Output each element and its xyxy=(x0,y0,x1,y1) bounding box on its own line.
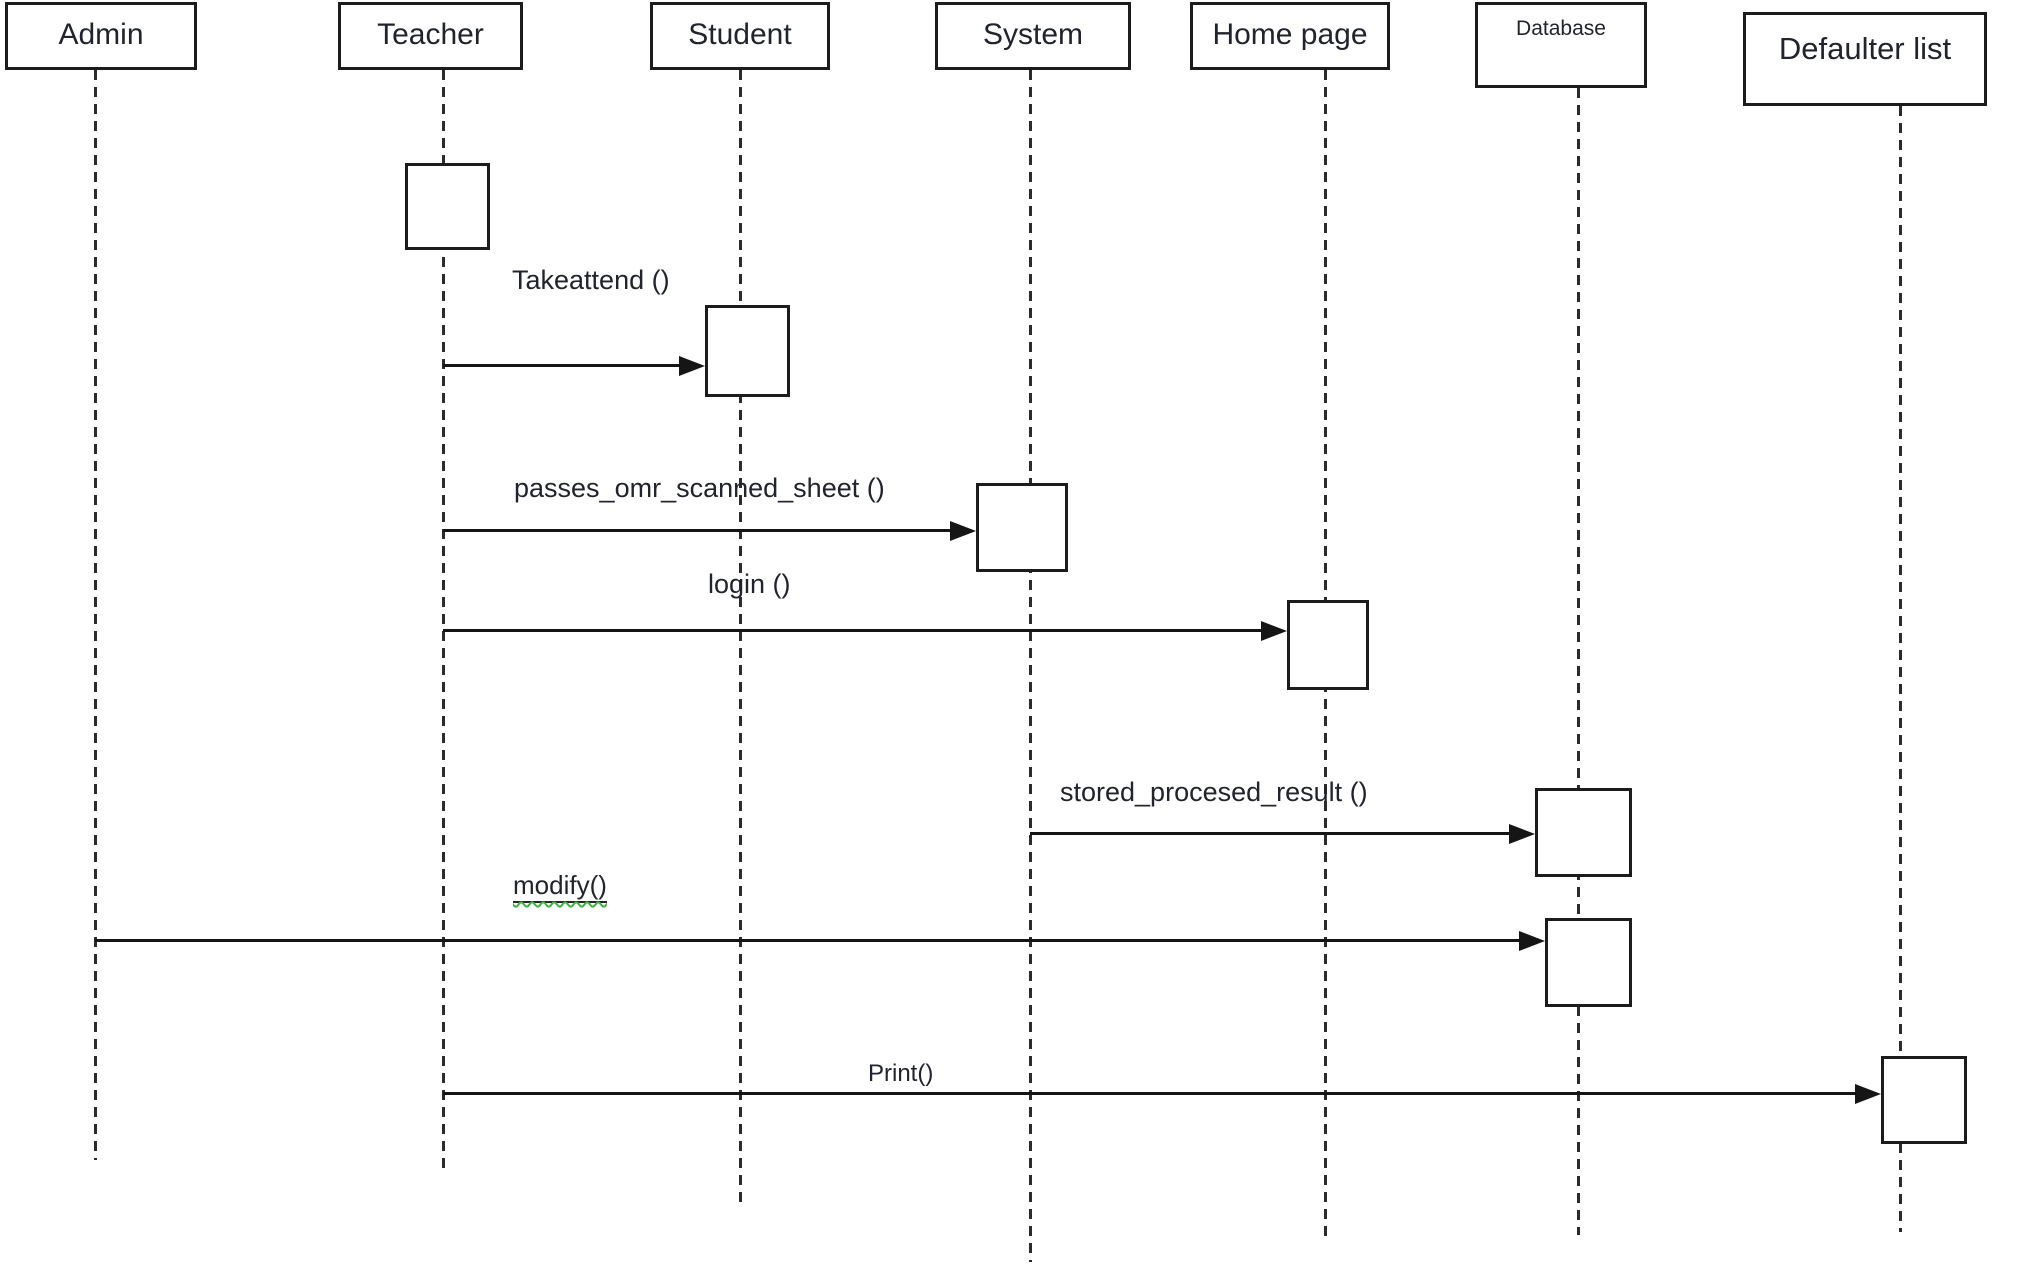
actor-box-admin: Admin xyxy=(5,2,197,70)
actor-label-database: Database xyxy=(1516,17,1606,40)
message-line-5 xyxy=(443,1092,1857,1095)
lifeline-database xyxy=(1577,88,1580,1235)
arrowhead-icon-5 xyxy=(1855,1084,1881,1104)
arrowhead-icon-0 xyxy=(679,356,705,376)
activation-box-defaulter-list xyxy=(1881,1056,1967,1144)
lifeline-system xyxy=(1029,70,1032,1262)
activation-box-database xyxy=(1545,918,1632,1007)
message-label-2: login () xyxy=(708,569,791,599)
lifeline-defaulter-list xyxy=(1899,106,1902,1232)
actor-box-teacher: Teacher xyxy=(338,2,523,70)
activation-box-system xyxy=(976,483,1068,572)
message-line-0 xyxy=(443,364,681,367)
arrowhead-icon-4 xyxy=(1519,931,1545,951)
lifeline-student xyxy=(739,70,742,1205)
actor-label-admin: Admin xyxy=(58,18,144,51)
actor-label-defaulter-list: Defaulter list xyxy=(1778,31,1952,66)
activation-box-database xyxy=(1535,788,1632,877)
activation-box-teacher xyxy=(405,163,490,250)
arrowhead-icon-3 xyxy=(1509,824,1535,844)
arrowhead-icon-2 xyxy=(1261,621,1287,641)
message-label-4: modify() xyxy=(513,871,607,903)
message-line-2 xyxy=(443,629,1263,632)
actor-label-student: Student xyxy=(688,18,792,51)
message-label-0: Takeattend () xyxy=(512,265,670,295)
actor-label-system: System xyxy=(982,18,1084,51)
message-label-1: passes_omr_scanned_sheet () xyxy=(514,473,885,503)
message-line-1 xyxy=(443,529,952,532)
activation-box-student xyxy=(705,305,790,397)
actor-box-database: Database xyxy=(1475,2,1647,88)
lifeline-teacher xyxy=(442,70,445,1175)
actor-box-home-page: Home page xyxy=(1190,2,1390,70)
actor-label-teacher: Teacher xyxy=(377,18,484,51)
actor-box-system: System xyxy=(935,2,1131,70)
arrowhead-icon-1 xyxy=(950,521,976,541)
actor-box-defaulter-list: Defaulter list xyxy=(1743,12,1987,106)
actor-box-student: Student xyxy=(650,2,830,70)
message-label-5: Print() xyxy=(868,1060,934,1087)
message-line-4 xyxy=(95,939,1521,942)
lifeline-admin xyxy=(94,70,97,1160)
actor-label-home-page: Home page xyxy=(1212,18,1368,51)
activation-box-home-page xyxy=(1287,600,1369,690)
message-label-3: stored_procesed_result () xyxy=(1060,777,1368,807)
message-line-3 xyxy=(1030,832,1511,835)
